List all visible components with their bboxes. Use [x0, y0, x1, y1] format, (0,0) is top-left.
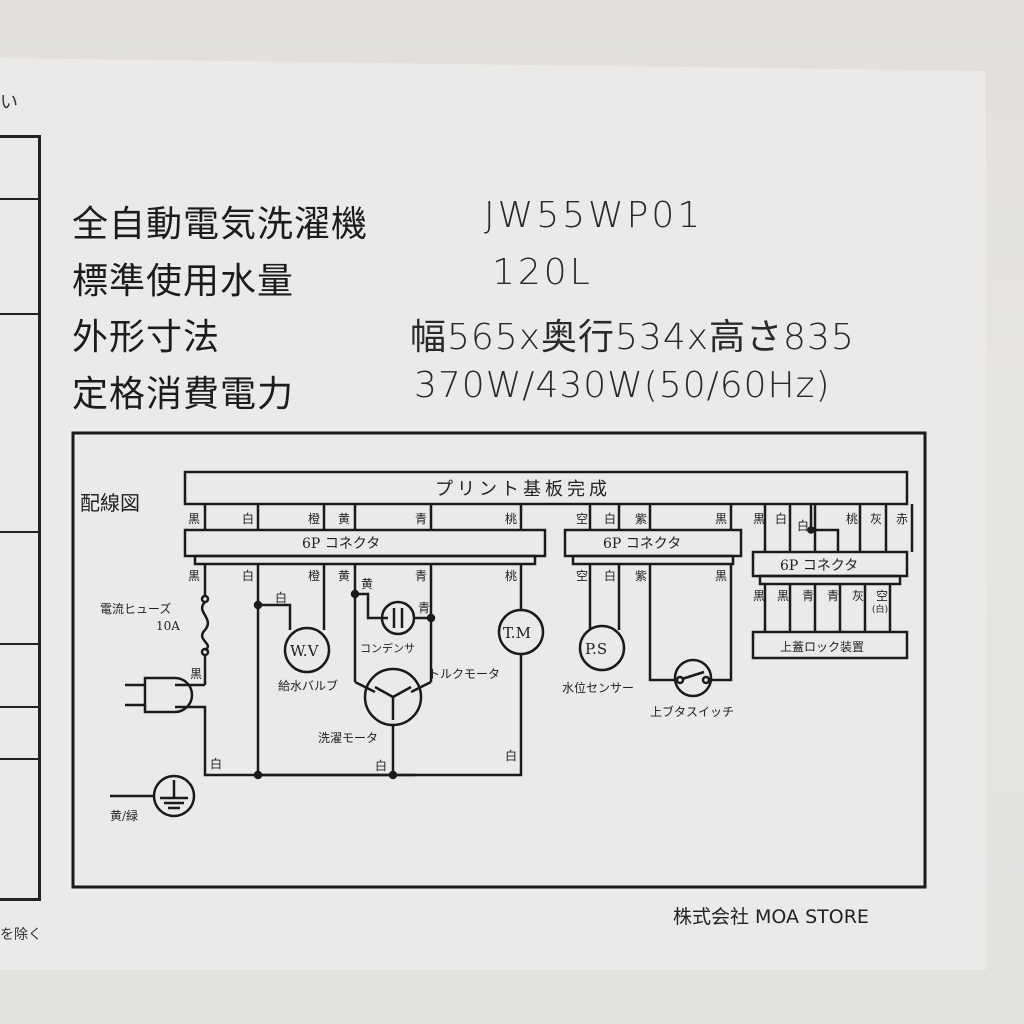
wire-label: 白 — [210, 756, 222, 771]
wire-label: 青 — [827, 589, 839, 603]
fuse-rating: 10A — [156, 619, 180, 633]
wire-label: 紫 — [635, 512, 647, 526]
spec-key: 標準使用水量 — [72, 261, 295, 302]
wire-label: 空 — [576, 569, 588, 583]
spec-value-model: JW55WP01 — [484, 195, 704, 236]
wire-label: 灰 — [852, 589, 864, 603]
wire-label: 桃 — [505, 568, 517, 583]
connector-1-label: 6P コネクタ — [302, 536, 380, 552]
wire-label: 黄 — [361, 577, 373, 591]
wire-label: 白 — [275, 590, 287, 605]
wire-label: 黒 — [190, 667, 202, 681]
wire-label: 白 — [242, 568, 254, 583]
connector-1: 6P コネクタ 黒 白 橙 黄 青 桃 黒 白 橙 黄 青 桃 — [183, 504, 547, 583]
spec-key: 外形寸法 — [72, 317, 221, 358]
wire-label: 黒 — [715, 569, 727, 583]
wire-label: 黒 — [753, 589, 765, 603]
lid-switch-label: 上ブタスイッチ — [650, 704, 734, 719]
table-row-divider — [0, 706, 38, 708]
table-row-divider — [0, 313, 38, 315]
spec-key: 定格消費電力 — [72, 374, 295, 415]
wire-label: 青 — [415, 569, 427, 583]
wire-label: 白 — [604, 511, 616, 526]
wire-label: 白 — [604, 568, 616, 583]
wire-label: 黒 — [715, 512, 727, 526]
wire-label: 黄 — [338, 512, 350, 526]
spec-value-power: 370W/430W(50/60Hz) — [414, 365, 831, 406]
wire-label: 赤 — [896, 512, 908, 526]
diagram-title: 配線図 — [80, 491, 140, 515]
ground-label: 黄/緑 — [110, 808, 138, 823]
wire-label: 黒 — [753, 512, 765, 526]
left-fragment-text-top: い — [0, 92, 18, 113]
wire-label: 白 — [775, 511, 787, 526]
wire-label: 青 — [802, 589, 814, 603]
product-label — [0, 58, 986, 970]
wire-label: 白 — [505, 748, 517, 763]
wire-label: 桃 — [846, 511, 858, 526]
wire-label: 空 — [876, 589, 888, 603]
table-row-divider — [0, 758, 38, 760]
table-row-divider — [0, 531, 38, 533]
connector-3: 6P コネクタ 黒 白 白 桃 灰 赤 黒 黒 青 青 灰 空 (白) 上蓋ロッ… — [751, 504, 914, 660]
wiring-diagram: 配線図 プリント基板完成 6P コネクタ 黒 白 橙 黄 青 桃 黒 白 橙 黄… — [70, 430, 928, 890]
wire-label: 黄 — [338, 569, 350, 583]
lid-switch: 上ブタスイッチ — [648, 564, 734, 719]
left-partial-table — [0, 135, 41, 901]
wire-label: 青 — [415, 512, 427, 526]
wire-label: 紫 — [635, 569, 647, 583]
wire-label: 橙 — [308, 511, 320, 526]
lid-lock-box — [751, 630, 909, 660]
wire-label: 空 — [576, 512, 588, 526]
connector-2-label: 6P コネクタ — [603, 536, 681, 552]
wash-motor-label: 洗濯モータ — [318, 731, 378, 745]
water-valve-label: 給水バルブ — [278, 678, 338, 693]
connector-2: 6P コネクタ 空 白 紫 黒 空 白 紫 黒 — [563, 504, 743, 583]
capacitor-and-wash-motor: 黄 青 コンデンサ 洗濯モータ 白 — [318, 564, 436, 780]
water-valve: W.V 給水バルブ 白 — [258, 564, 338, 693]
fuse-and-plug: 電流ヒューズ 10A 黒 白 黄/緑 — [100, 564, 415, 823]
torque-motor: T.M トルクモータ 白 — [258, 564, 545, 777]
wire-label: 白 — [375, 758, 387, 773]
pressure-sensor-label: 水位センサー — [562, 680, 634, 695]
left-fragment-text-bottom: を除く — [0, 927, 42, 943]
wire-label: (白) — [872, 603, 888, 615]
connector-3-label: 6P コネクタ — [780, 558, 858, 574]
pressure-sensor-symbol: P.S — [585, 640, 607, 658]
spec-value-water: 120L — [492, 252, 593, 293]
wire-label: 灰 — [870, 512, 882, 526]
company-name: 株式会社 MOA STORE — [673, 906, 869, 928]
table-row-divider — [0, 198, 38, 200]
wire-label: 白 — [242, 511, 254, 526]
wire-label: 黒 — [777, 589, 789, 603]
capacitor-label: コンデンサ — [360, 641, 415, 655]
wire-label: 桃 — [505, 511, 517, 526]
spec-value-dimensions: 幅565x奥行534x高さ835 — [410, 317, 855, 358]
wire-label: 黒 — [188, 512, 200, 526]
lid-lock-label: 上蓋ロック装置 — [780, 640, 864, 654]
wire-label: 橙 — [308, 568, 320, 583]
wire-label: 黒 — [188, 569, 200, 583]
pressure-sensor: P.S 水位センサー — [562, 564, 634, 695]
torque-motor-label: トルクモータ — [428, 667, 500, 681]
pcb-label: プリント基板完成 — [435, 479, 611, 500]
spec-key: 全自動電気洗濯機 — [72, 204, 369, 245]
wire-label: 青 — [418, 601, 430, 615]
wire-label: 白 — [797, 518, 809, 533]
fuse-label: 電流ヒューズ — [100, 601, 171, 616]
torque-motor-symbol: T.M — [503, 624, 531, 642]
table-row-divider — [0, 643, 38, 645]
pcb-box — [183, 470, 909, 506]
water-valve-symbol: W.V — [290, 642, 320, 660]
